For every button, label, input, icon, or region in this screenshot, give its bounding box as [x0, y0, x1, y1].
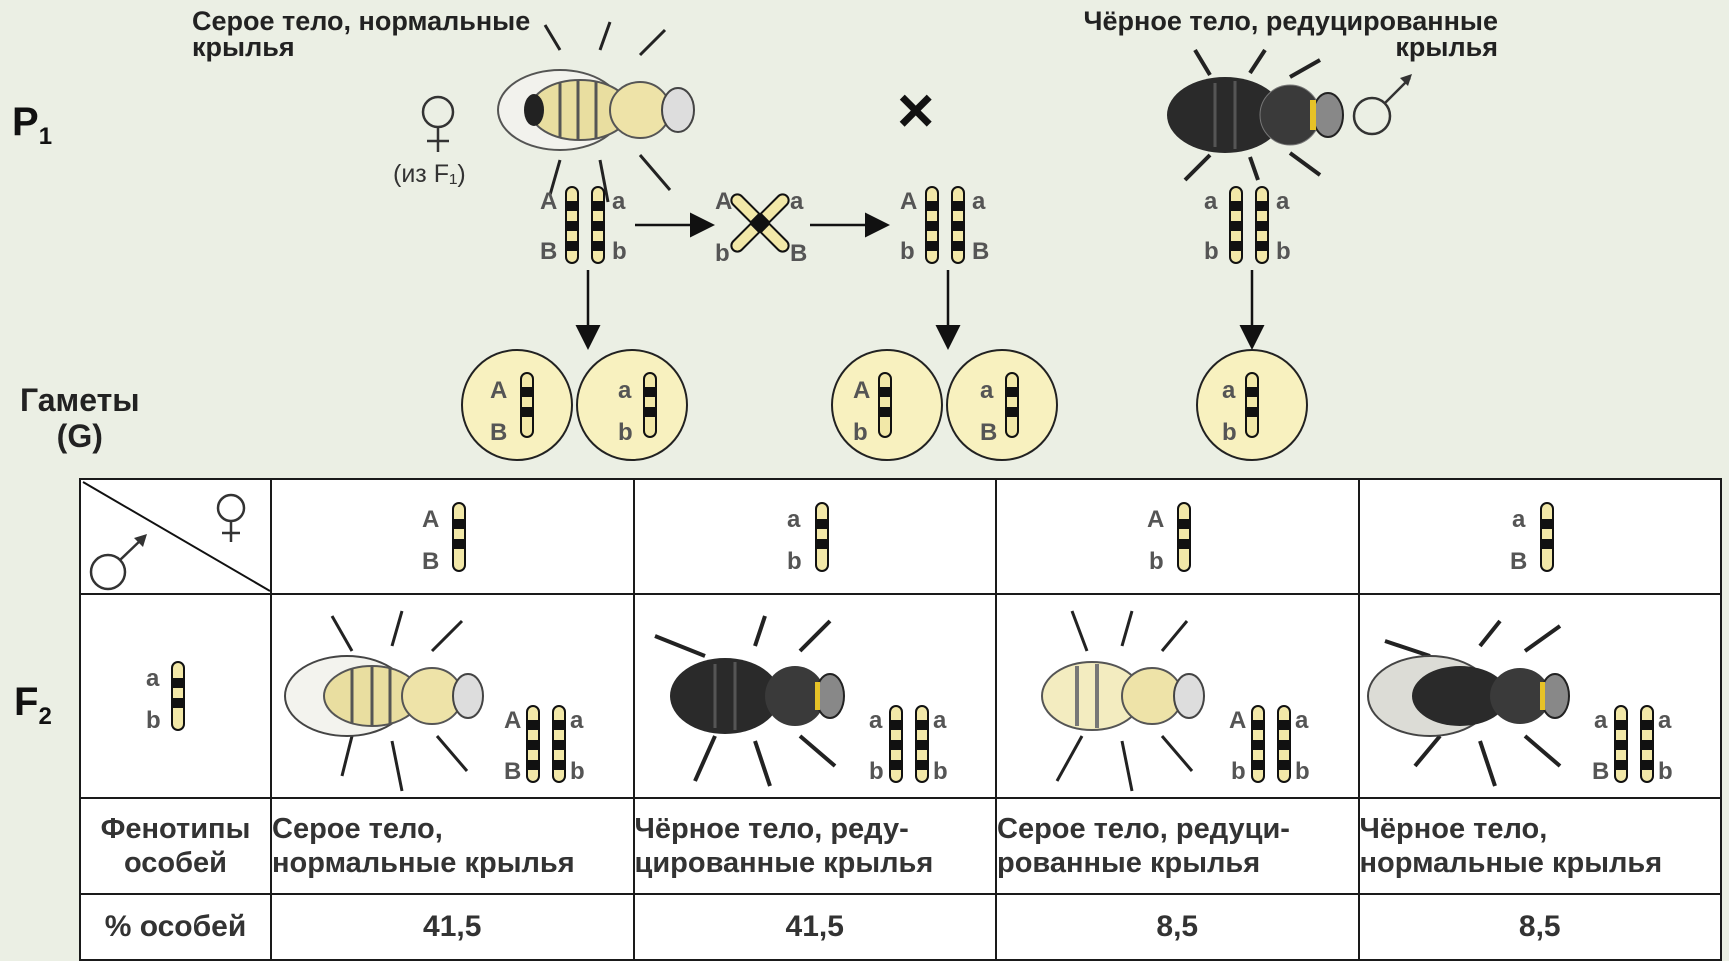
female-gamete-header-3: A b: [996, 479, 1359, 594]
svg-text:a: a: [1295, 707, 1309, 734]
svg-text:a: a: [787, 506, 801, 533]
allele-female-a: a: [612, 188, 626, 215]
gamete-2: a b: [577, 350, 687, 460]
svg-text:b: b: [787, 548, 802, 575]
svg-text:b: b: [618, 419, 633, 446]
percent-3: 8,5: [996, 894, 1359, 960]
svg-text:B: B: [1592, 758, 1609, 785]
gamete-5: a b: [1197, 350, 1307, 460]
svg-text:a: a: [570, 707, 584, 734]
allele-rec-A: A: [900, 188, 917, 215]
female-gamete-header-4: a B: [1359, 479, 1722, 594]
svg-text:b: b: [1295, 758, 1310, 785]
offspring-grey-normal: A B a b: [271, 594, 634, 798]
svg-text:B: B: [504, 758, 521, 785]
f2-label: F2: [14, 680, 52, 731]
female-gamete-header-1: A B: [271, 479, 634, 594]
svg-text:B: B: [1510, 548, 1527, 575]
percent-1: 41,5: [271, 894, 634, 960]
allele-rec-b: b: [900, 238, 915, 265]
svg-text:a: a: [869, 707, 883, 734]
svg-text:B: B: [490, 419, 507, 446]
allele-male-b1: b: [1204, 238, 1219, 265]
svg-text:b: b: [1231, 758, 1246, 785]
cross-symbol: ×: [897, 78, 934, 142]
svg-text:b: b: [1222, 419, 1237, 446]
table-male-icon: [91, 534, 147, 589]
allele-cross-B: B: [790, 240, 807, 267]
allele-female-B: B: [540, 238, 557, 265]
gamete-4: a B: [947, 350, 1057, 460]
gametes-label: Гаметы (G): [20, 382, 140, 454]
allele-cross-A: A: [715, 188, 732, 215]
phenotype-1: Серое тело,нормальные крылья: [271, 798, 634, 894]
svg-text:A: A: [504, 707, 521, 734]
gametes-row: A B a b A b a B a b: [460, 348, 1320, 468]
svg-text:a: a: [1594, 707, 1608, 734]
table-female-icon: [218, 495, 244, 542]
gamete-3: A b: [832, 350, 942, 460]
svg-text:a: a: [933, 707, 947, 734]
allele-male-a1: a: [1204, 188, 1218, 215]
allele-female-A: A: [540, 188, 557, 215]
svg-text:A: A: [490, 377, 507, 404]
female-origin-note: (из F₁): [393, 160, 466, 189]
svg-text:b: b: [1658, 758, 1673, 785]
phenotype-4: Чёрное тело,нормальные крылья: [1359, 798, 1722, 894]
svg-text:A: A: [1229, 707, 1246, 734]
svg-text:a: a: [146, 665, 160, 692]
allele-cross-b: b: [715, 240, 730, 267]
p1-label: P1: [12, 100, 52, 151]
svg-text:a: a: [980, 377, 994, 404]
offspring-black-normal: a B a b: [1359, 594, 1722, 798]
female-symbol-icon: [418, 92, 458, 154]
gamete-1: A B: [462, 350, 572, 460]
punnett-table: A B a b A b a B: [79, 478, 1722, 961]
percent-4: 8,5: [1359, 894, 1722, 960]
female-parent-caption: Серое тело, нормальные крылья: [192, 8, 530, 60]
percent-header: % особей: [80, 894, 271, 960]
svg-text:B: B: [980, 419, 997, 446]
svg-text:a: a: [1222, 377, 1236, 404]
allele-cross-a: a: [790, 188, 804, 215]
male-gamete-header: a b: [80, 594, 271, 798]
offspring-black-reduced: a b a b: [634, 594, 997, 798]
svg-text:b: b: [853, 419, 868, 446]
svg-text:A: A: [853, 377, 870, 404]
svg-text:b: b: [933, 758, 948, 785]
svg-text:a: a: [618, 377, 632, 404]
svg-text:b: b: [146, 707, 161, 734]
svg-text:b: b: [869, 758, 884, 785]
allele-male-b2: b: [1276, 238, 1291, 265]
black-fly-male-image: [1150, 45, 1350, 185]
male-symbol-icon: [1350, 68, 1420, 138]
allele-rec-a: a: [972, 188, 986, 215]
percent-2: 41,5: [634, 894, 997, 960]
allele-rec-B: B: [972, 238, 989, 265]
offspring-grey-reduced: A b a b: [996, 594, 1359, 798]
allele-female-b: b: [612, 238, 627, 265]
svg-text:A: A: [1147, 506, 1164, 533]
svg-text:B: B: [422, 548, 439, 575]
corner-cell: [80, 479, 271, 594]
svg-text:a: a: [1512, 506, 1526, 533]
p1-chromosome-scheme: A B a b A b a B A b a B a b a b: [530, 175, 1550, 365]
phenotype-header: Фенотипы особей: [80, 798, 271, 894]
phenotype-3: Серое тело, редуци-рованные крылья: [996, 798, 1359, 894]
phenotype-2: Чёрное тело, реду-цированные крылья: [634, 798, 997, 894]
svg-text:A: A: [422, 506, 439, 533]
svg-text:b: b: [570, 758, 585, 785]
svg-text:a: a: [1658, 707, 1672, 734]
svg-text:b: b: [1149, 548, 1164, 575]
female-gamete-header-2: a b: [634, 479, 997, 594]
allele-male-a2: a: [1276, 188, 1290, 215]
